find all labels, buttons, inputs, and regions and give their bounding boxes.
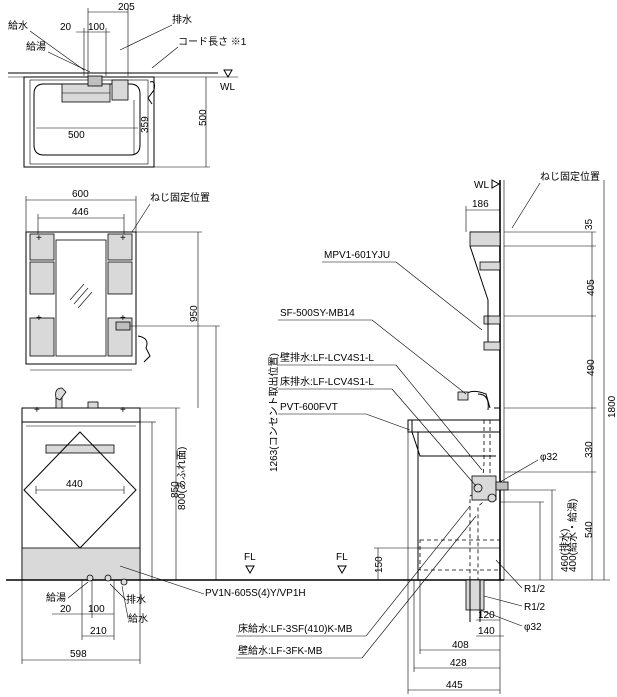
front-dim-446: 446 [72,207,89,218]
front-label-supply: 給水 [128,612,148,625]
part-label-6: 壁給水:LF-3FK-MB [238,644,323,657]
side-dim-1800: 1800 [607,395,617,418]
svg-text:+: + [120,233,126,244]
side-dim-460: 460(排水) [558,529,571,572]
svg-text:+: + [36,233,42,244]
front-label-model: PV1N-605S(4)Y/VP1H [205,588,306,599]
part-label-0: MPV1-601YJU [324,250,390,261]
front-dim-440: 440 [66,479,83,490]
side-dim-186: 186 [472,199,489,210]
svg-text:+: + [120,405,126,416]
front-label-hot: 給湯 [46,591,66,604]
svg-text:+: + [34,405,40,416]
side-r12-b: R1/2 [524,602,546,613]
outlet [115,321,131,331]
floor-pipe [465,579,485,611]
top-label-supply: 給水 [8,19,28,32]
svg-text:+: + [36,313,42,324]
side-dim-405: 405 [586,279,597,296]
part-label-3: 床排水:LF-LCV4S1-L [280,375,374,388]
top-cord [147,81,155,105]
top-label-drain: 排水 [172,13,192,26]
front-label-screw: ねじ固定位置 [150,191,210,204]
part-label-4: PVT-600FVT [280,402,338,413]
mirror-glass [55,239,107,357]
top-label-wl: WL [220,82,235,93]
front-dim-600: 600 [72,189,89,200]
part-label-5: 床給水:LF-3SF(410)K-MB [238,622,353,635]
side-dim-540: 540 [584,521,595,538]
front-label-fl: FL [244,552,256,563]
front-view: 600 446 ねじ固定位置 + + + + 950 [6,189,360,664]
top-dim-100: 100 [88,22,105,33]
side-dim-35: 35 [584,218,595,230]
top-view: 205 20 100 給水 給湯 排水 コード長さ ※1 WL 500 359 … [8,2,247,168]
top-dim-500-height: 500 [198,109,209,126]
side-r12-a: R1/2 [524,584,546,595]
front-dim-950: 950 [189,305,200,322]
side-dim-330: 330 [584,441,595,458]
plinth [21,547,141,581]
side-label-fl: FL [336,552,348,563]
top-dim-500-width: 500 [68,130,85,141]
top-dim-359: 359 [140,116,151,133]
side-dim-150: 150 [374,556,385,573]
side-phi32-upper: φ32 [540,452,558,463]
side-dim-400: 400(給水・給湯) [566,499,579,572]
top-wl-mark [223,69,233,79]
front-cord [137,335,151,363]
side-label-screw: ねじ固定位置 [540,170,600,183]
front-dim-800: 800(あふれ面) [176,447,188,510]
top-dim-20: 20 [60,22,72,33]
top-dim-205: 205 [118,2,135,13]
side-counter [407,419,501,433]
top-label-hot: 給湯 [26,40,46,53]
side-dim-408: 408 [452,640,469,651]
side-label-wl: WL [474,180,489,191]
part-label-1: SF-500SY-MB14 [280,308,355,319]
side-dim-445: 445 [446,680,463,691]
front-dim-850: 850 [170,481,181,498]
front-dim-598: 598 [70,649,87,660]
part-label-2: 壁排水:LF-LCV4S1-L [280,351,374,364]
side-dim-120: 120 [478,610,495,621]
front-dim-1263: 1263(コンセント取出位置) [267,353,280,472]
side-dim-490: 490 [586,359,597,376]
front-dim-100: 100 [88,604,105,615]
side-view: WL ねじ固定位置 186 [236,170,617,694]
front-dim-210: 210 [90,626,107,637]
side-dim-428: 428 [450,658,467,669]
side-phi32-lower: φ32 [524,622,542,633]
side-dim-140: 140 [478,626,495,637]
front-label-drain: 排水 [126,593,146,606]
top-label-cord: コード長さ ※1 [178,36,247,48]
top-basin [33,83,141,156]
front-dim-20: 20 [60,604,72,615]
svg-text:+: + [120,313,126,324]
